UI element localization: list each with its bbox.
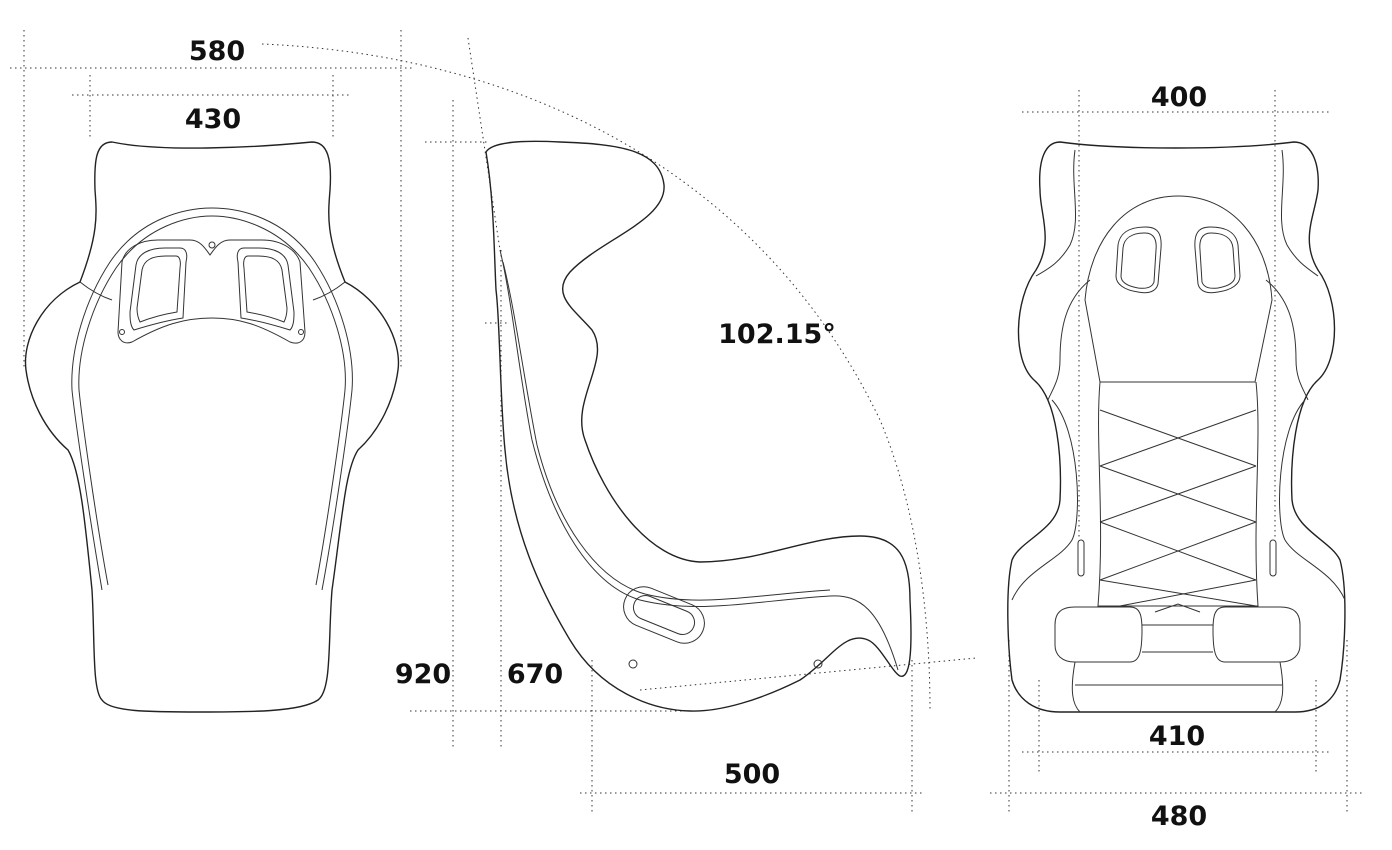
back-harness-slot-right [1194,226,1241,294]
side-view: 102.15° 920 670 500 [261,37,977,815]
front-shoulder-width-label: 430 [185,104,241,135]
side-depth-label: 500 [724,759,780,790]
side-lap-belt-slot [623,586,705,644]
back-harness-slot-left [1115,226,1162,294]
side-total-height-label: 920 [395,659,451,690]
side-seat-outline [485,140,912,712]
side-back-height-label: 670 [507,659,563,690]
back-seat-width-label: 410 [1149,721,1205,752]
back-total-width-label: 480 [1151,801,1207,832]
front-harness-slot-left [129,247,188,331]
front-harness-slot-right [236,247,295,331]
back-view: 400 410 480 [990,82,1362,832]
front-view: 580 430 [10,30,412,713]
front-seat-outline [24,141,400,713]
back-top-width-label: 400 [1151,82,1207,113]
recline-angle-label: 102.15° [718,319,836,350]
front-total-width-label: 580 [189,36,245,67]
back-seat-outline [1007,141,1346,713]
